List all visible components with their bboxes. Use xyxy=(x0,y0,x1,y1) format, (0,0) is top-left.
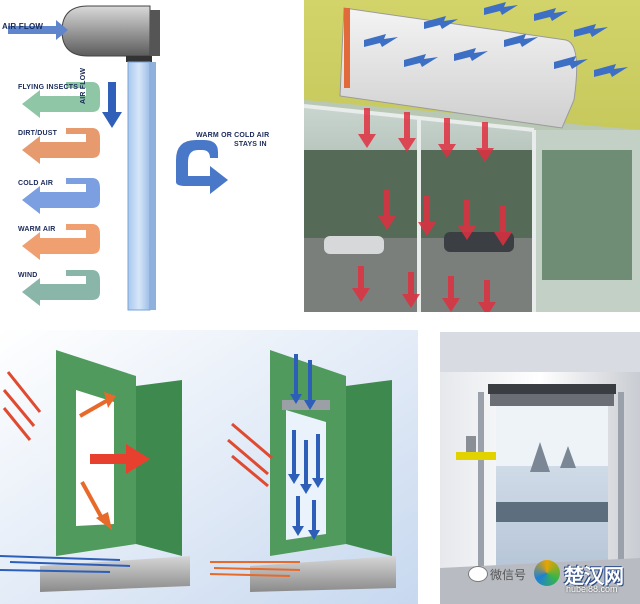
air-flow-diagram-graphic xyxy=(8,5,228,311)
blocked-item-label: COLD AIR xyxy=(18,180,54,187)
blocked-item-label: WARM AIR xyxy=(18,226,56,233)
down-arrow-icon xyxy=(102,82,122,128)
air-curtain-unit xyxy=(488,384,616,394)
blocked-item-label: DIRT/DUST xyxy=(18,130,58,137)
air-curtain-unit xyxy=(61,5,151,57)
u-turn-arrow-icon xyxy=(176,140,228,194)
red-arrows-right xyxy=(227,422,273,488)
cold-air-arrow-icon xyxy=(22,178,100,214)
air-column xyxy=(127,61,151,311)
insects-arrow-icon xyxy=(22,82,100,118)
wall-right xyxy=(346,380,392,556)
watermark-wechat-text: 微信号 xyxy=(490,568,527,582)
warm-air-arrow-icon xyxy=(22,224,100,260)
intake-arrows xyxy=(364,2,628,77)
dust-arrow-icon xyxy=(22,128,100,164)
wind-arrow-icon xyxy=(22,270,100,306)
doorway-comparison-graphic xyxy=(0,330,418,604)
air-flow-vertical-label: AIR FLOW xyxy=(80,67,87,104)
wechat-icon xyxy=(468,566,488,582)
blocked-item-label: WIND xyxy=(18,272,38,279)
brand-logo-icon xyxy=(534,560,560,586)
discharge-arrows xyxy=(352,108,512,312)
blue-floor-lines xyxy=(0,555,131,573)
warm-or-cold-label-2: STAYS IN xyxy=(234,141,267,148)
watermark: 微信号 楚汉网 hubei88.com xyxy=(468,558,640,598)
storefront-graphic xyxy=(304,0,640,312)
blocked-item-label: FLYING INSECTS xyxy=(18,84,79,91)
warm-or-cold-label-1: WARM OR COLD AIR xyxy=(196,132,270,139)
wall-right xyxy=(136,380,182,556)
doorway-comparison xyxy=(0,330,418,604)
storefront-illustration xyxy=(304,0,640,312)
blocked-arrows xyxy=(22,82,100,306)
air-flow-arrow-icon xyxy=(8,20,68,40)
red-arrows-left xyxy=(2,371,150,530)
watermark-url: hubei88.com xyxy=(566,584,618,594)
air-flow-diagram: AIR FLOW AIR FLOW WARM OR COLD AIR STAYS… xyxy=(0,0,300,318)
air-flow-label: AIR FLOW xyxy=(2,22,44,31)
blue-curtain-arrows xyxy=(288,354,324,540)
watermark-brand: 楚汉网 xyxy=(564,564,624,588)
